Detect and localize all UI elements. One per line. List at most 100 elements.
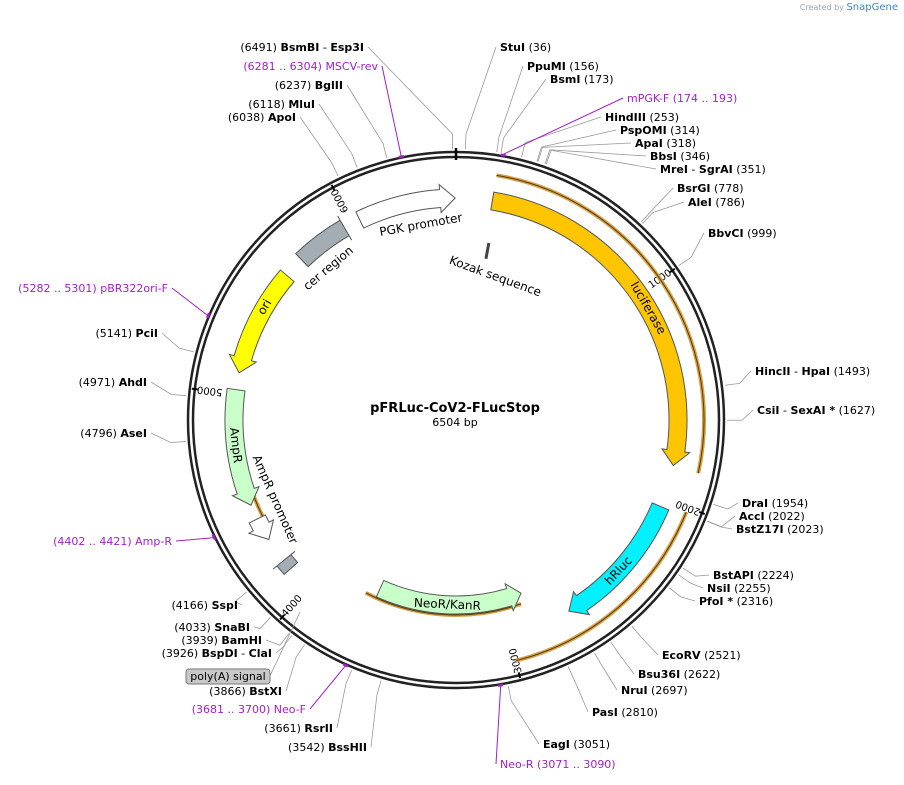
- enzyme-position: (3939): [181, 634, 221, 647]
- enzyme-leader: [285, 644, 305, 692]
- enzyme-position: (2316): [733, 595, 773, 608]
- enzyme-site: BsrGI (778): [640, 182, 744, 223]
- enzyme-position: (173): [581, 73, 614, 86]
- polya-label: poly(A) signal: [190, 670, 265, 683]
- orf-arc-core: [515, 511, 687, 662]
- enzyme-position: (6118): [248, 98, 288, 111]
- enzyme-position: (4033): [174, 621, 214, 634]
- enzyme-name-2: SexAI *: [790, 404, 835, 417]
- enzyme-label: ApaI (318): [635, 137, 696, 150]
- enzyme-name: HindIII: [605, 111, 646, 124]
- enzyme-position: (6038): [228, 111, 268, 124]
- tick-label: 5000: [196, 383, 223, 397]
- enzyme-label: (6491) BsmBI - Esp3I: [240, 41, 364, 54]
- primer-label: (5282 .. 5301) pBR322ori-F: [18, 282, 168, 295]
- enzyme-name: BspDI: [202, 647, 238, 660]
- enzyme-site: BbsI (346): [544, 149, 710, 165]
- enzyme-leader: [346, 84, 388, 159]
- primer-range: (3071 .. 3090): [534, 758, 616, 771]
- enzyme-label: (3866) BstXI: [209, 685, 282, 698]
- enzyme-leader: [150, 432, 186, 444]
- enzyme-leader: [707, 521, 733, 530]
- enzyme-site: NsiI (2255): [678, 574, 771, 595]
- enzyme-label: (3661) RsrII: [264, 722, 333, 735]
- enzyme-site: (3926) BspDI - ClaI: [162, 635, 293, 660]
- enzyme-label: BbsI (346): [650, 150, 710, 163]
- enzyme-site: (5141) PciI: [95, 327, 194, 353]
- enzyme-label: (4796) AseI: [80, 427, 147, 440]
- enzyme-label: (3939) BamHI: [181, 634, 262, 647]
- enzyme-site: CsiI - SexAI * (1627): [726, 404, 875, 421]
- primer-mark: [500, 153, 507, 157]
- enzyme-position: (6237): [275, 79, 315, 92]
- enzyme-site: PpuMI (156): [496, 60, 599, 153]
- enzyme-site: (6491) BsmBI - Esp3I: [240, 41, 453, 150]
- enzyme-site: (3939) BamHI: [181, 633, 290, 647]
- primer-label: mPGK-F (174 .. 193): [627, 92, 737, 105]
- enzyme-sep: -: [319, 41, 330, 54]
- enzyme-leader: [545, 149, 657, 170]
- enzyme-site: (3542) BssHII: [288, 680, 382, 754]
- enzyme-label: (4166) SspI: [171, 599, 238, 612]
- enzyme-label: BbvCI (999): [708, 227, 777, 240]
- enzyme-name: PspOMI: [620, 124, 667, 137]
- enzyme-label: NsiI (2255): [707, 582, 771, 595]
- feature-promoter-box: [272, 551, 299, 576]
- enzyme-site: BstZ17I (2023): [707, 521, 824, 536]
- enzyme-label: (5141) PciI: [95, 327, 158, 340]
- enzyme-label: PspOMI (314): [620, 124, 700, 137]
- polya-badge: poly(A) signal: [185, 611, 301, 685]
- enzyme-position: (2697): [648, 684, 688, 697]
- enzyme-leader: [678, 574, 704, 589]
- enzyme-leader: [275, 635, 293, 654]
- enzyme-leader: [234, 591, 247, 606]
- primer-label: Neo-R (3071 .. 3090): [500, 758, 616, 771]
- enzyme-site: (6237) BglII: [275, 79, 388, 159]
- enzyme-label: (6237) BglII: [275, 79, 343, 92]
- enzyme-position: (1954): [768, 497, 808, 510]
- primer-mark: [342, 663, 349, 668]
- primer-name: MSCV-rev: [325, 60, 378, 73]
- snapgene-brand: SnapGene: [846, 2, 898, 13]
- enzyme-label: BstZ17I (2023): [736, 523, 824, 536]
- primer-leader: [171, 287, 208, 316]
- enzyme-site: (6118) MluI: [248, 98, 358, 168]
- enzyme-name: EagI: [543, 738, 570, 751]
- enzyme-name: Bsu36I: [638, 668, 680, 681]
- enzyme-position: (2810): [618, 706, 658, 719]
- primer-label: (6281 .. 6304) MSCV-rev: [243, 60, 378, 73]
- enzyme-leader: [537, 142, 632, 162]
- enzyme-leader: [336, 669, 353, 729]
- tick-label: 4000: [280, 593, 305, 619]
- enzyme-name: BbvCI: [708, 227, 744, 240]
- enzyme-site: (4971) AhdI: [79, 376, 187, 397]
- enzyme-name: BstXI: [249, 685, 282, 698]
- enzyme-name: HincII: [755, 365, 791, 378]
- enzyme-site: AleI (786): [642, 196, 745, 224]
- enzyme-leader: [299, 116, 339, 177]
- enzyme-label: BsmI (173): [550, 73, 614, 86]
- enzyme-leader: [668, 587, 696, 602]
- enzyme-position: (2224): [754, 569, 794, 582]
- enzyme-position: (2622): [680, 668, 720, 681]
- enzyme-label: HincII - HpaI (1493): [755, 365, 870, 378]
- enzyme-label: NruI (2697): [621, 684, 688, 697]
- enzyme-site: PfoI * (2316): [668, 587, 773, 608]
- enzyme-position: (314): [667, 124, 700, 137]
- enzyme-label: (4033) SnaBI: [174, 621, 250, 634]
- primer-leader: [381, 65, 402, 156]
- primer-mark: [398, 154, 405, 159]
- enzyme-leader: [500, 78, 547, 153]
- enzyme-sep: -: [791, 365, 802, 378]
- primer-mark: [211, 534, 217, 541]
- primer-label: (4402 .. 4421) Amp-R: [53, 535, 172, 548]
- enzyme-name: StuI: [500, 41, 525, 54]
- primer-site: mPGK-F (174 .. 193): [500, 92, 737, 157]
- tick-mark: [517, 672, 522, 679]
- enzyme-name-2: Esp3I: [330, 41, 364, 54]
- enzyme-name: BamHI: [221, 634, 262, 647]
- enzyme-position: (2255): [731, 582, 771, 595]
- primer-label: (3681 .. 3700) Neo-F: [192, 703, 306, 716]
- orf-arc-core: [365, 592, 522, 616]
